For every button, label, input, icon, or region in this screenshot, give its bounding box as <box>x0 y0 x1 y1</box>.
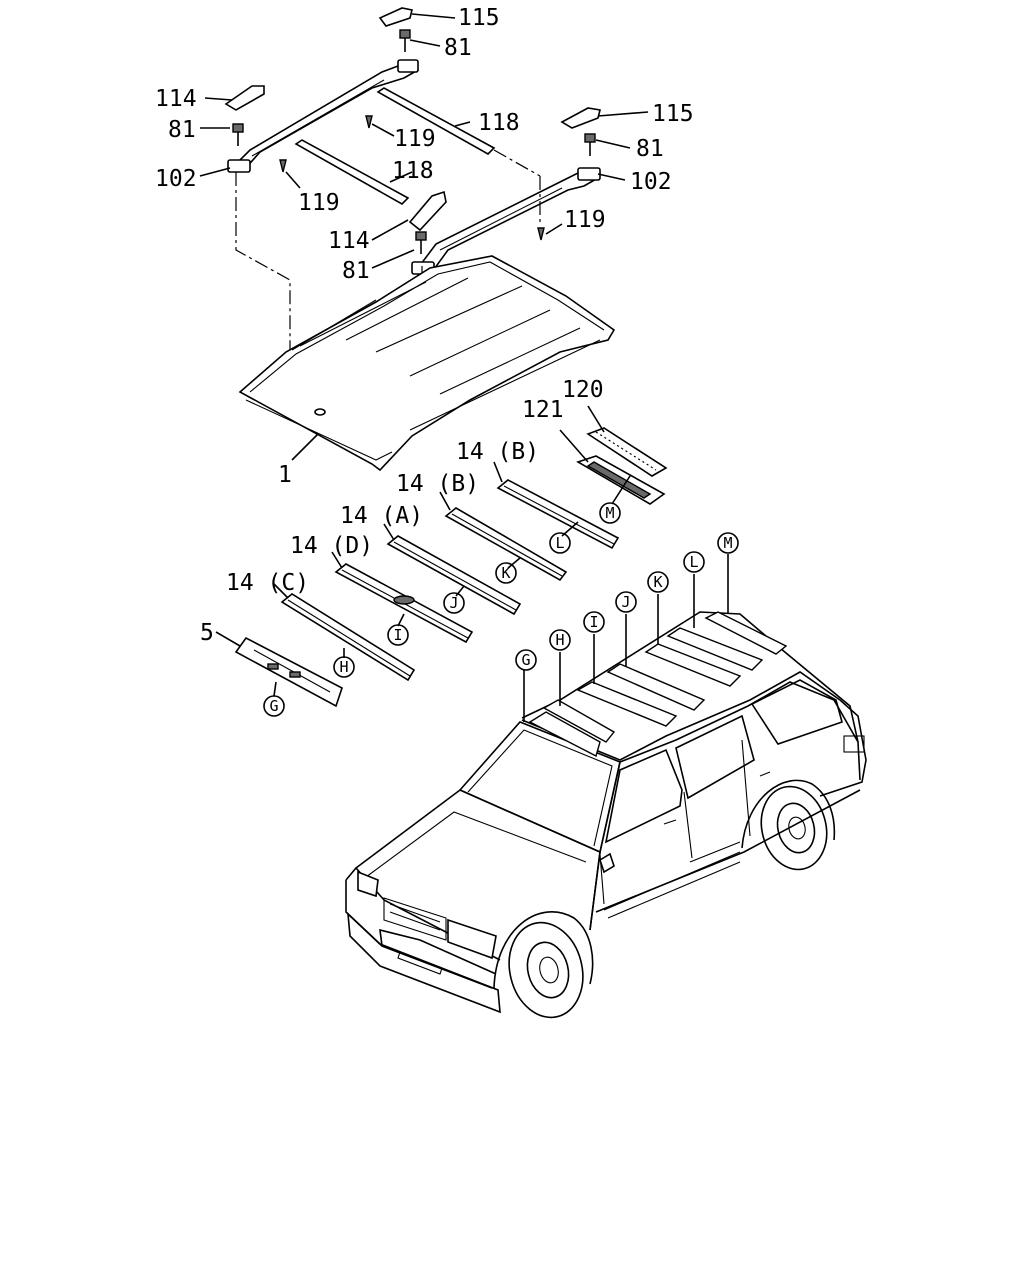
callout-120: 120 <box>562 377 604 403</box>
roof-bow-14b <box>444 507 568 582</box>
leader-120 <box>587 405 605 433</box>
circle-j-bow: J <box>443 592 465 614</box>
callout-115-top: 115 <box>458 5 500 31</box>
roof-bow-14c <box>280 593 416 682</box>
circle-l-bow: L <box>549 532 571 554</box>
roof-stripe-h <box>542 699 616 743</box>
bolt-81-mid <box>415 231 427 254</box>
svg-text:I: I <box>589 613 598 631</box>
circle-k-bow: K <box>495 562 517 584</box>
callout-81-top: 81 <box>444 35 472 61</box>
callout-121: 121 <box>522 397 564 423</box>
end-cap-115-right <box>560 107 601 129</box>
callout-14d: 14 (D) <box>290 533 373 559</box>
callout-1: 1 <box>278 462 292 488</box>
callout-119-right: 119 <box>564 207 606 233</box>
roof-stripe-g <box>528 711 601 758</box>
svg-text:K: K <box>653 573 662 591</box>
roof-stripe-i <box>576 681 678 727</box>
vehicle-roof-stripes <box>528 611 788 758</box>
callout-114-left: 114 <box>155 86 197 112</box>
circle-l-car: L <box>683 551 705 573</box>
circle-j-car: J <box>615 591 637 613</box>
circle-h-car: H <box>549 629 571 651</box>
header-panel-5 <box>234 636 343 708</box>
svg-text:H: H <box>339 658 348 676</box>
callout-115-right: 115 <box>652 101 694 127</box>
crossbar-118-lower <box>294 139 410 205</box>
callout-118-a: 118 <box>478 110 520 136</box>
screw-119-b <box>279 159 287 173</box>
end-cap-114-mid <box>408 190 447 232</box>
callout-14b-rear: 14 (B) <box>456 439 539 465</box>
bolt-81-right <box>584 133 596 156</box>
end-cap-114-left <box>224 85 265 111</box>
bolt-81-top <box>399 29 411 52</box>
svg-text:I: I <box>393 626 402 644</box>
svg-text:L: L <box>689 553 698 571</box>
roof-stripe-k <box>644 643 742 687</box>
svg-text:J: J <box>621 593 630 611</box>
roof-bow-14d <box>334 563 474 644</box>
circle-k-car: K <box>647 571 669 593</box>
callout-5: 5 <box>200 620 214 646</box>
circle-callouts-vehicle: G H I J K L M <box>515 532 739 671</box>
svg-text:M: M <box>605 504 614 522</box>
circle-i-bow: I <box>387 624 409 646</box>
roof-rail-left <box>227 59 420 173</box>
svg-text:G: G <box>521 651 530 669</box>
roof-bow-14b-rear <box>496 479 620 550</box>
circle-i-car: I <box>583 611 605 633</box>
svg-text:J: J <box>449 594 458 612</box>
callout-118-b: 118 <box>392 158 434 184</box>
svg-text:M: M <box>723 534 732 552</box>
callout-14b: 14 (B) <box>396 471 479 497</box>
bracket-121 <box>576 455 666 505</box>
roof-stripe-j <box>606 663 706 711</box>
roof-stripe-m <box>704 611 788 655</box>
circle-callouts-bows: M L K J I H G <box>263 502 621 717</box>
svg-text:K: K <box>501 564 510 582</box>
callout-102-right: 102 <box>630 169 672 195</box>
roof-rail-right <box>411 167 601 275</box>
bolt-81-left <box>232 123 244 146</box>
callout-81-right: 81 <box>636 136 664 162</box>
end-cap-115-top <box>378 7 413 27</box>
callout-114-mid: 114 <box>328 228 370 254</box>
circle-g-car: G <box>515 649 537 671</box>
callout-119-a: 119 <box>394 126 436 152</box>
roof-bow-14a <box>386 535 522 616</box>
vehicle-leader-lines <box>523 554 729 722</box>
circle-g-bow: G <box>263 695 285 717</box>
svg-text:G: G <box>269 697 278 715</box>
callout-14a: 14 (A) <box>340 503 423 529</box>
callout-81-mid: 81 <box>342 258 370 284</box>
callout-14c: 14 (C) <box>226 570 309 596</box>
crossbar-118-upper <box>376 87 496 155</box>
circle-m-car: M <box>717 532 739 554</box>
bracket-120 <box>586 427 668 477</box>
callout-102-left: 102 <box>155 166 197 192</box>
callout-labels: 115 81 114 81 102 119 118 118 119 115 81… <box>155 5 694 646</box>
leader-1 <box>291 433 319 461</box>
callout-119-b: 119 <box>298 190 340 216</box>
rack-leader-lines <box>199 13 649 269</box>
vehicle-outline <box>345 611 867 1019</box>
bow-leader-lines <box>215 461 631 697</box>
circle-h-bow: H <box>333 656 355 678</box>
leader-121 <box>559 429 589 463</box>
screw-119-c <box>537 227 545 241</box>
callout-81-left: 81 <box>168 117 196 143</box>
screw-119-a <box>365 115 373 129</box>
circle-m-bow: M <box>599 502 621 524</box>
roof-stripe-l <box>666 627 764 671</box>
svg-text:H: H <box>555 631 564 649</box>
svg-text:L: L <box>555 534 564 552</box>
roof-panel <box>238 255 616 472</box>
